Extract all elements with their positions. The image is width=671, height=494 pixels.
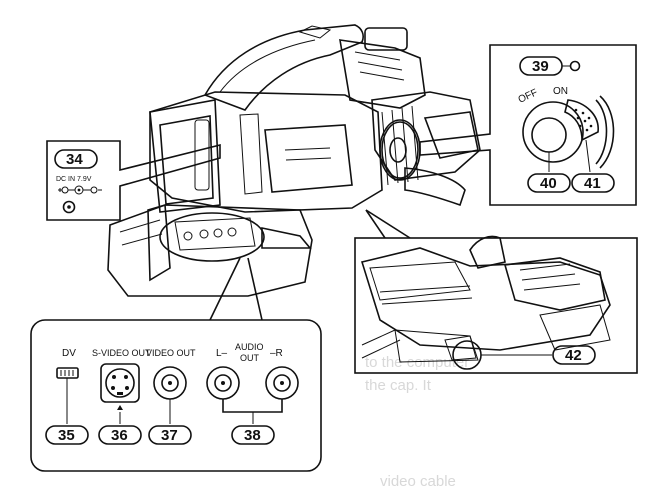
audio-l-jack-icon xyxy=(206,366,240,400)
audio-l-label: L– xyxy=(216,348,228,359)
camcorder-illustration xyxy=(107,24,481,297)
dc-in-label: DC IN 7.9V xyxy=(56,176,92,183)
callout-number-40: 40 xyxy=(540,175,557,192)
on-label: ON xyxy=(553,86,568,97)
detail-camcorder-illustration xyxy=(360,235,611,363)
audio-word-label: AUDIO xyxy=(235,342,264,352)
video-out-label: VIDEO OUT xyxy=(146,348,196,358)
callout-output-jacks: DV 35 S-VIDEO OUT 36 VIDEO OUT xyxy=(30,257,322,472)
badge-38 xyxy=(231,425,275,445)
badge-37 xyxy=(148,425,192,445)
callout-dc-in: 34 DC IN 7.9V xyxy=(46,140,221,221)
callout-number-35: 35 xyxy=(58,427,75,444)
badge-34 xyxy=(54,149,98,169)
badge-36 xyxy=(98,425,142,445)
bleed-text-1: to the computer xyxy=(365,354,469,371)
dc-polarity-icon xyxy=(58,185,102,195)
callout-number-34: 34 xyxy=(66,151,83,168)
callout-number-37: 37 xyxy=(161,427,178,444)
power-button-icon xyxy=(531,117,567,153)
dv-label: DV xyxy=(62,348,76,359)
audio-r-label: –R xyxy=(270,348,283,359)
callout-number-36: 36 xyxy=(111,427,128,444)
highlight-jack-panel xyxy=(159,212,265,262)
audio-out-label: OUT xyxy=(240,353,260,363)
dc-jack-icon xyxy=(62,200,76,214)
lever-grip-dots xyxy=(574,108,593,132)
bleed-text-3: video cable xyxy=(380,473,456,490)
badge-40 xyxy=(527,173,571,193)
bleed-text-2: the cap. It xyxy=(365,377,432,394)
callout-number-39: 39 xyxy=(532,58,549,75)
svideo-jack-icon xyxy=(100,363,140,410)
badge-42 xyxy=(552,345,596,365)
dv-jack-icon xyxy=(56,367,79,379)
power-lever-icon xyxy=(564,99,599,142)
callout-number-41: 41 xyxy=(584,175,601,192)
off-label: OFF xyxy=(517,87,540,105)
callout-detail-view: 42 xyxy=(354,209,638,374)
badge-35 xyxy=(45,425,89,445)
badge-41 xyxy=(571,173,615,193)
background-page-text: to the computer the cap. It video cable xyxy=(365,354,469,490)
video-jack-icon xyxy=(153,366,187,400)
callout-number-38: 38 xyxy=(244,427,261,444)
svideo-out-label: S-VIDEO OUT xyxy=(92,348,151,358)
highlight-power-switch xyxy=(379,119,421,181)
power-switch-ring xyxy=(522,101,584,163)
audio-r-jack-icon xyxy=(265,366,299,400)
power-lamp-icon xyxy=(569,60,581,72)
callout-number-42: 42 xyxy=(565,347,582,364)
